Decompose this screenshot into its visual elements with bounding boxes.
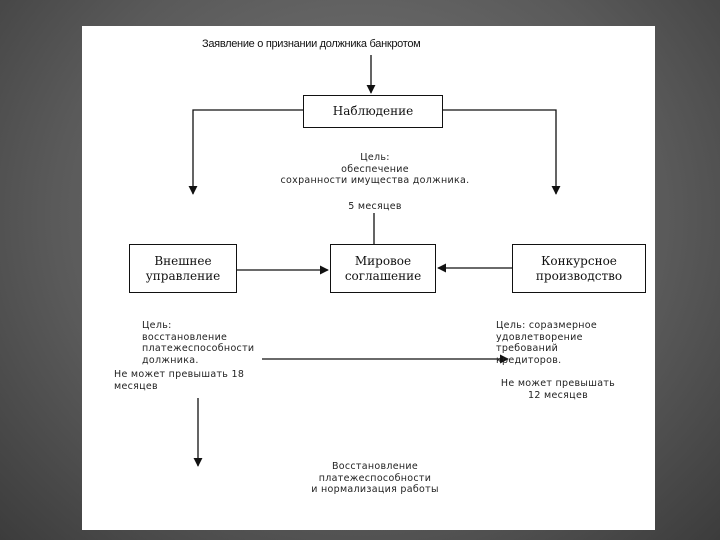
final-outcome-text: Восстановление платежеспособности и норм… — [311, 461, 439, 496]
start-label: Заявление о признании должника банкротом — [202, 38, 421, 50]
competitive-goal-text: Цель: соразмерное удовлетворение требова… — [496, 320, 598, 366]
external-term-text: Не может превышать 18 месяцев — [114, 369, 245, 392]
external-goal-text: Цель: восстановление платежеспособности … — [142, 320, 255, 366]
arrow-observation-to-external — [188, 109, 303, 195]
node-external-management: Внешнее управление — [129, 244, 237, 293]
competitive-term-text: Не может превышать 12 месяцев — [500, 378, 616, 401]
node-competitive-proceedings: Конкурсное производство — [512, 244, 646, 293]
arrow-observation-to-competitive — [443, 109, 561, 195]
observation-goal-text: Цель: обеспечение сохранности имущества … — [280, 152, 470, 187]
node-settlement: Мировое соглашение — [330, 244, 436, 293]
observation-term-text: 5 месяцев — [348, 201, 402, 212]
node-observation: Наблюдение — [303, 95, 443, 128]
